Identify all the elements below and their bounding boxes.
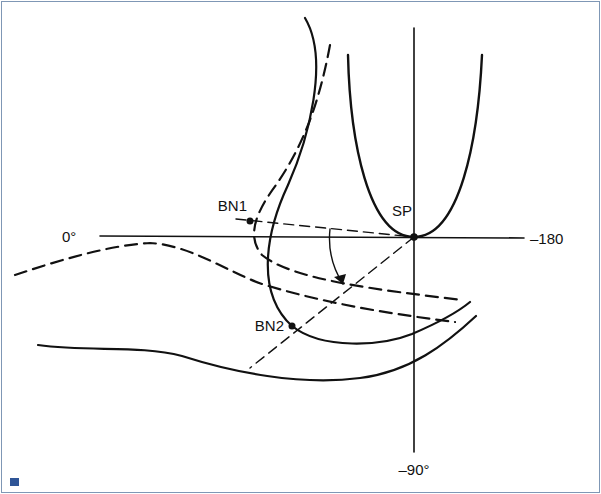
sella-outline [348, 55, 482, 237]
corner-mark [10, 478, 19, 486]
point-label: BN2 [255, 318, 284, 333]
point-bn2 [289, 323, 296, 330]
angle-label: –90° [398, 462, 429, 477]
outline-dashed [15, 243, 455, 322]
point-label: SP [392, 203, 412, 218]
profile-dashed [254, 45, 462, 300]
point-sp [410, 233, 418, 241]
angle-label: 0° [62, 229, 76, 244]
horizontal-axis [100, 236, 524, 238]
point-bn1 [247, 218, 254, 225]
sn-line-1 [236, 219, 414, 237]
point-label: BN1 [218, 198, 247, 213]
outline-solid [38, 316, 476, 380]
profile-solid [268, 18, 470, 344]
arc-arrowhead [334, 274, 346, 284]
angle-label: –180 [530, 231, 563, 246]
